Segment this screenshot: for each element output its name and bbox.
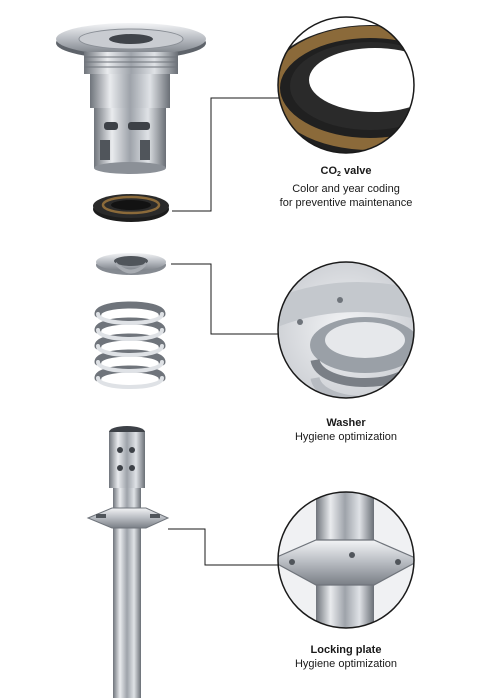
zoom-circle-washer	[277, 261, 415, 399]
washer	[96, 253, 166, 275]
zoom-circle-locking-plate	[277, 491, 415, 629]
co2-valve-line-2: for preventive maintenance	[279, 197, 413, 209]
co2-valve-seal	[93, 194, 169, 222]
spring	[94, 301, 166, 389]
caption-washer: Washer Hygiene optimization	[250, 416, 442, 444]
zoom-circle-co2-valve	[277, 16, 415, 154]
caption-locking-plate: Locking plate Hygiene optimization	[250, 643, 442, 671]
locking-plate-line-1: Hygiene optimization	[294, 658, 398, 670]
piston-rod	[109, 426, 145, 698]
locking-plate-title: Locking plate	[310, 644, 382, 656]
co2-valve-title: CO2 valve	[320, 165, 372, 178]
co2-valve-line-1: Color and year coding	[292, 183, 400, 195]
valve-body	[56, 23, 206, 174]
locking-plate	[86, 507, 170, 529]
washer-line-1: Hygiene optimization	[294, 431, 398, 443]
leader-lines	[168, 97, 280, 566]
washer-title: Washer	[326, 417, 366, 429]
caption-co2-valve: CO2 valve Color and year coding for prev…	[230, 164, 462, 210]
